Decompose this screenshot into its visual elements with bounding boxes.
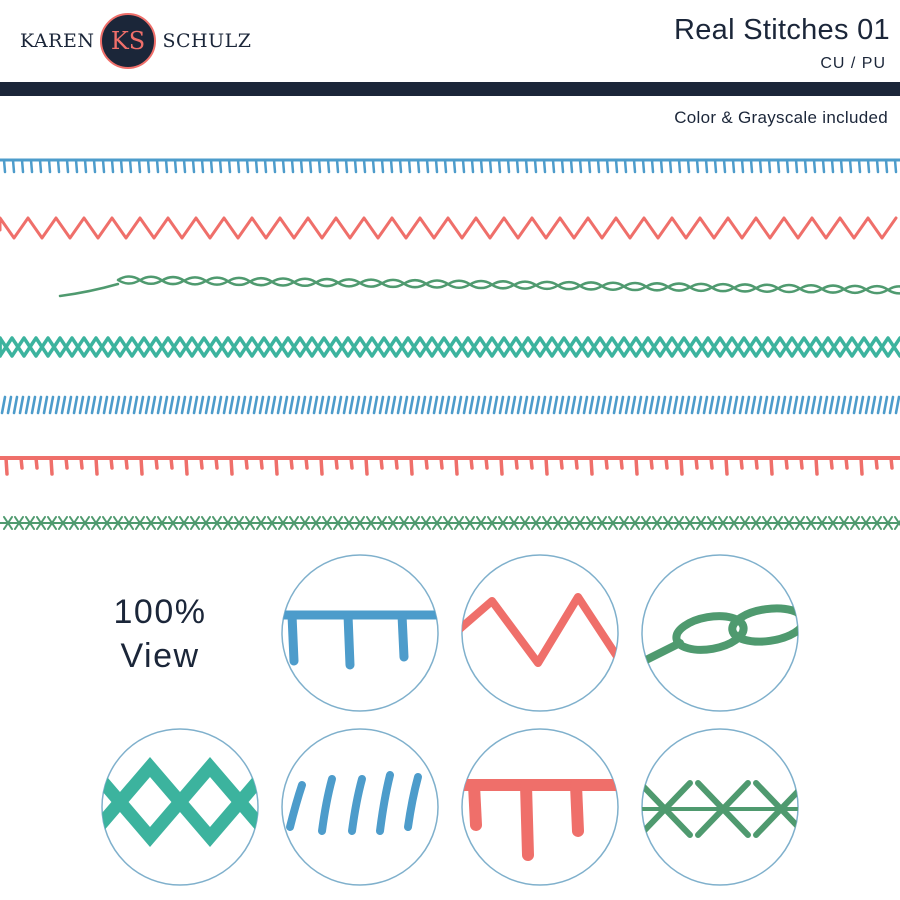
page-title: Real Stitches 01 xyxy=(674,14,890,46)
brand-last-name: SCHULZ xyxy=(162,30,252,52)
included-note: Color & Grayscale included xyxy=(674,108,888,127)
zoom-view-label: 100% View xyxy=(80,590,240,678)
zoom-circle-zigzag xyxy=(461,554,619,712)
header: KAREN KS SCHULZ Real Stitches 01 CU / PU xyxy=(0,0,900,82)
header-divider-bar xyxy=(0,82,900,96)
stitch-row-chain-green xyxy=(58,275,900,298)
page-subtitle: CU / PU xyxy=(820,55,886,72)
brand-first-name: KAREN xyxy=(20,30,95,52)
stitch-row-satin-blue xyxy=(0,395,900,415)
zoom-circle-fringe xyxy=(461,728,619,886)
zoom-circle-blanket xyxy=(281,554,439,712)
stitch-row-fringe-coral xyxy=(0,456,900,476)
stitch-row-blanket-blue xyxy=(0,158,900,174)
zoom-circle-cross xyxy=(641,728,799,886)
monogram-text: KS xyxy=(111,27,145,55)
stitch-row-double-cross-teal xyxy=(0,336,900,358)
zoom-circle-chain xyxy=(641,554,799,712)
zoom-circle-satin xyxy=(281,728,439,886)
zoom-percent: 100% xyxy=(113,593,207,631)
brand-logo: KAREN KS SCHULZ xyxy=(20,10,251,72)
zoom-circle-double-cross xyxy=(101,728,259,886)
stitch-row-zigzag-coral xyxy=(0,216,898,240)
zoom-view-word: View xyxy=(120,637,200,676)
stitch-row-cross-green xyxy=(0,516,900,530)
ks-monogram-icon: KS xyxy=(100,13,157,69)
